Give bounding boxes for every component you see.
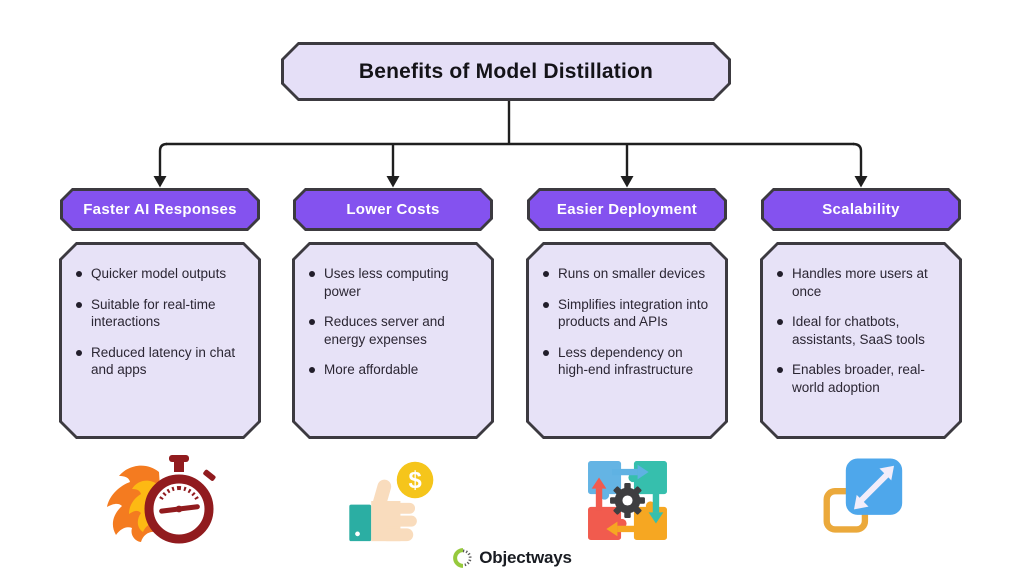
header-lower-costs: Lower Costs [293,188,493,231]
header-scalability: Scalability [761,188,961,231]
title-box: Benefits of Model Distillation [281,42,731,101]
bullet-item: Simplifies integration into products and… [541,296,715,331]
bullet-list: Uses less computing power Reduces server… [295,245,491,392]
objectways-logo-icon [453,548,472,568]
bullet-list: Quicker model outputs Suitable for real-… [62,245,258,392]
svg-text:$: $ [408,468,421,494]
benefits-box-easier-deployment: Runs on smaller devices Simplifies integ… [526,242,728,439]
thumbs-up-dollar-icon: $ [342,455,447,552]
bullet-item: Less dependency on high-end infrastructu… [541,344,715,379]
bullet-item: More affordable [307,361,481,379]
bullet-list: Handles more users at once Ideal for cha… [763,245,959,409]
bullet-item: Handles more users at once [775,265,949,300]
brand-name: Objectways [479,548,572,567]
header-easier-deployment: Easier Deployment [527,188,727,231]
benefits-box-scalability: Handles more users at once Ideal for cha… [760,242,962,439]
header-label: Scalability [822,201,900,218]
bullet-item: Ideal for chatbots, assistants, SaaS too… [775,313,949,348]
header-label: Faster AI Responses [83,201,237,218]
benefits-box-lower-costs: Uses less computing power Reduces server… [292,242,494,439]
page-title: Benefits of Model Distillation [358,59,654,83]
bullet-item: Enables broader, real-world adoption [775,361,949,396]
bullet-item: Reduces server and energy expenses [307,313,481,348]
bullet-item: Uses less computing power [307,265,481,300]
bullet-item: Reduced latency in chat and apps [74,344,248,379]
header-label: Easier Deployment [556,201,698,218]
benefits-box-faster-ai: Quicker model outputs Suitable for real-… [59,242,261,439]
bullet-list: Runs on smaller devices Simplifies integ… [529,245,725,392]
puzzle-gear-icon [577,450,678,556]
flaming-stopwatch-icon [95,452,225,554]
footer-logo: Objectways [0,547,1024,569]
header-label: Lower Costs [346,201,440,218]
bullet-item: Suitable for real-time interactions [74,296,248,331]
bullet-item: Quicker model outputs [74,265,248,283]
header-faster-ai-responses: Faster AI Responses [60,188,260,231]
resize-scale-icon [814,452,914,550]
bullet-item: Runs on smaller devices [541,265,715,283]
